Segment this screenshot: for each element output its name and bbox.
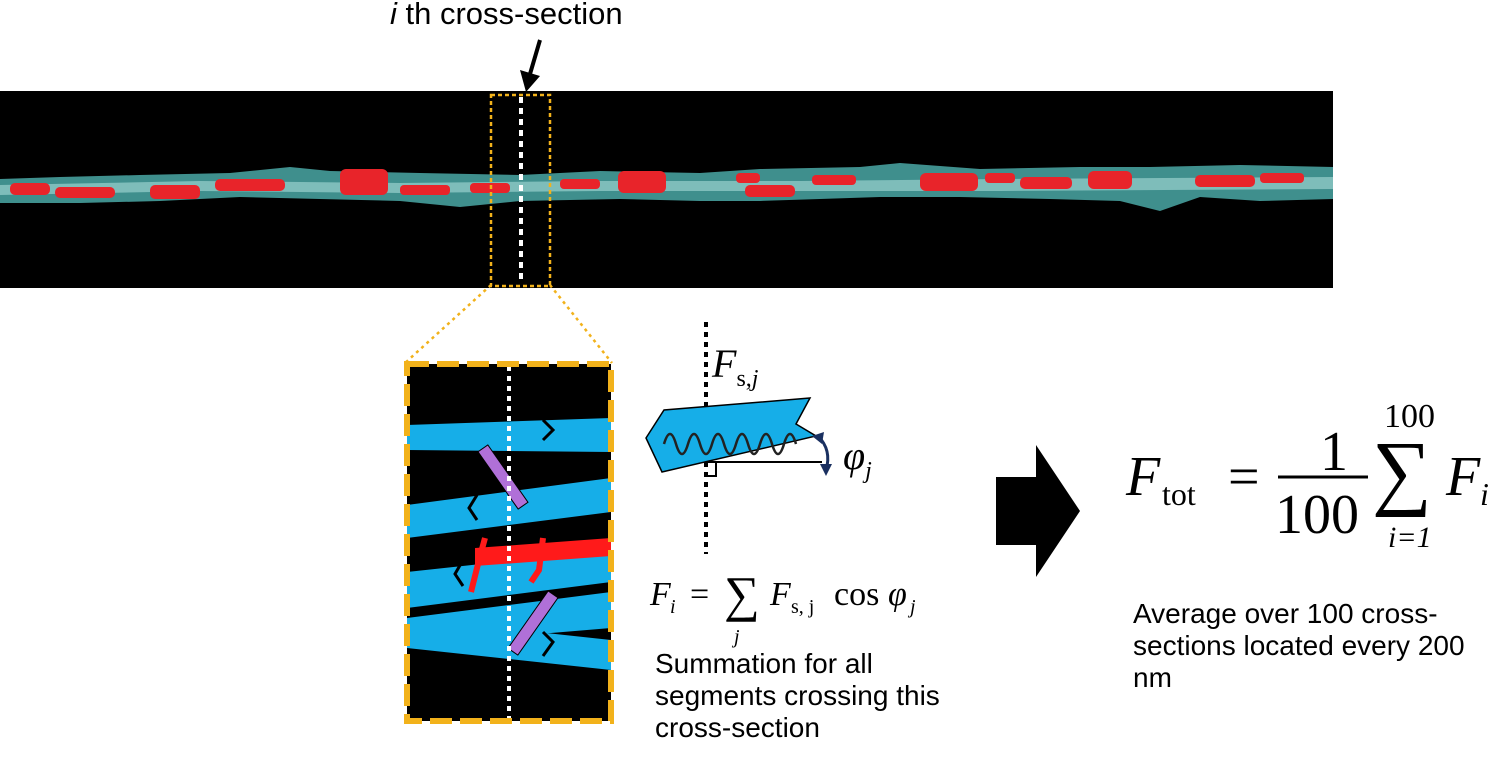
right-arrow-icon bbox=[996, 445, 1080, 577]
red-segment bbox=[736, 173, 760, 183]
ftot-term-index: i bbox=[1480, 476, 1489, 512]
fi-term: F bbox=[769, 576, 792, 613]
red-segment bbox=[10, 183, 50, 195]
fiber-strip bbox=[0, 91, 1333, 288]
ftot-sum: ∑ bbox=[1372, 425, 1432, 518]
cross-section-text: th cross-section bbox=[396, 0, 623, 31]
red-segment bbox=[560, 179, 600, 189]
summation-note: Summation for all segments crossing this… bbox=[655, 648, 940, 743]
down-arrow-icon bbox=[520, 39, 542, 92]
red-segment bbox=[618, 171, 666, 193]
fi-phi: φ bbox=[888, 576, 907, 613]
red-segment bbox=[985, 173, 1015, 183]
red-segment bbox=[340, 169, 388, 195]
angle-arrowhead bbox=[820, 464, 832, 476]
fi-term-sub: s, j bbox=[791, 596, 814, 618]
red-segment bbox=[812, 175, 856, 185]
red-segment bbox=[1260, 173, 1304, 183]
ftot-lhs: F bbox=[1125, 446, 1161, 508]
fi-equals: = bbox=[690, 576, 709, 613]
fi-formula: F i = ∑ j F s, j cos φ j bbox=[649, 566, 916, 648]
ftot-lhs-sub: tot bbox=[1162, 476, 1196, 512]
fi-lhs: F bbox=[649, 576, 672, 613]
segment-force-label: Fs,j bbox=[712, 341, 759, 392]
red-segment bbox=[400, 185, 450, 195]
red-segments bbox=[10, 169, 1304, 199]
red-segment bbox=[920, 173, 978, 191]
fi-phi-index: j bbox=[907, 596, 916, 618]
red-segment bbox=[150, 185, 200, 199]
spring-icon bbox=[662, 432, 798, 456]
right-angle-mark bbox=[706, 462, 717, 477]
angle-arrowhead bbox=[812, 432, 824, 444]
segment-shape bbox=[645, 397, 818, 473]
ftot-sum-upper: 100 bbox=[1384, 398, 1435, 435]
cross-section-label: i th cross-section bbox=[390, 0, 623, 32]
ftot-term: F bbox=[1445, 446, 1481, 508]
red-segment bbox=[1088, 171, 1132, 189]
zigzag-links bbox=[453, 418, 556, 657]
cross-section-index: i bbox=[390, 0, 397, 31]
purple-crosslink bbox=[477, 444, 529, 510]
ftot-denominator: 100 bbox=[1275, 484, 1359, 546]
fi-lhs-index: i bbox=[670, 596, 676, 618]
force-diagram bbox=[645, 322, 832, 554]
ftot-sum-lower: i=1 bbox=[1388, 521, 1432, 554]
average-note: Average over 100 cross-sections located … bbox=[1133, 598, 1465, 693]
zoomed-inset bbox=[404, 361, 614, 724]
blue-segment bbox=[407, 618, 611, 670]
blue-segments-lower bbox=[407, 618, 611, 670]
ftot-equals: = bbox=[1228, 446, 1260, 508]
cross-section-box bbox=[489, 93, 552, 288]
inset-border bbox=[404, 361, 614, 724]
red-segment bbox=[1195, 175, 1255, 187]
fi-sum-index: j bbox=[731, 626, 740, 648]
red-segment bbox=[55, 187, 115, 198]
angle-label: φj bbox=[843, 433, 872, 484]
ftot-numerator: 1 bbox=[1320, 421, 1348, 483]
ftot-formula: F tot = 1 100 ∑ 100 i=1 F i bbox=[1125, 398, 1489, 554]
purple-crosslink bbox=[507, 590, 559, 656]
fi-cos: cos bbox=[834, 576, 879, 613]
red-segment bbox=[745, 185, 795, 197]
red-segment bbox=[1020, 177, 1072, 189]
red-hooks bbox=[468, 537, 546, 593]
fi-sum: ∑ bbox=[724, 566, 760, 622]
red-segment bbox=[215, 179, 285, 191]
zoom-connector bbox=[404, 284, 613, 364]
blue-segment bbox=[407, 418, 611, 452]
